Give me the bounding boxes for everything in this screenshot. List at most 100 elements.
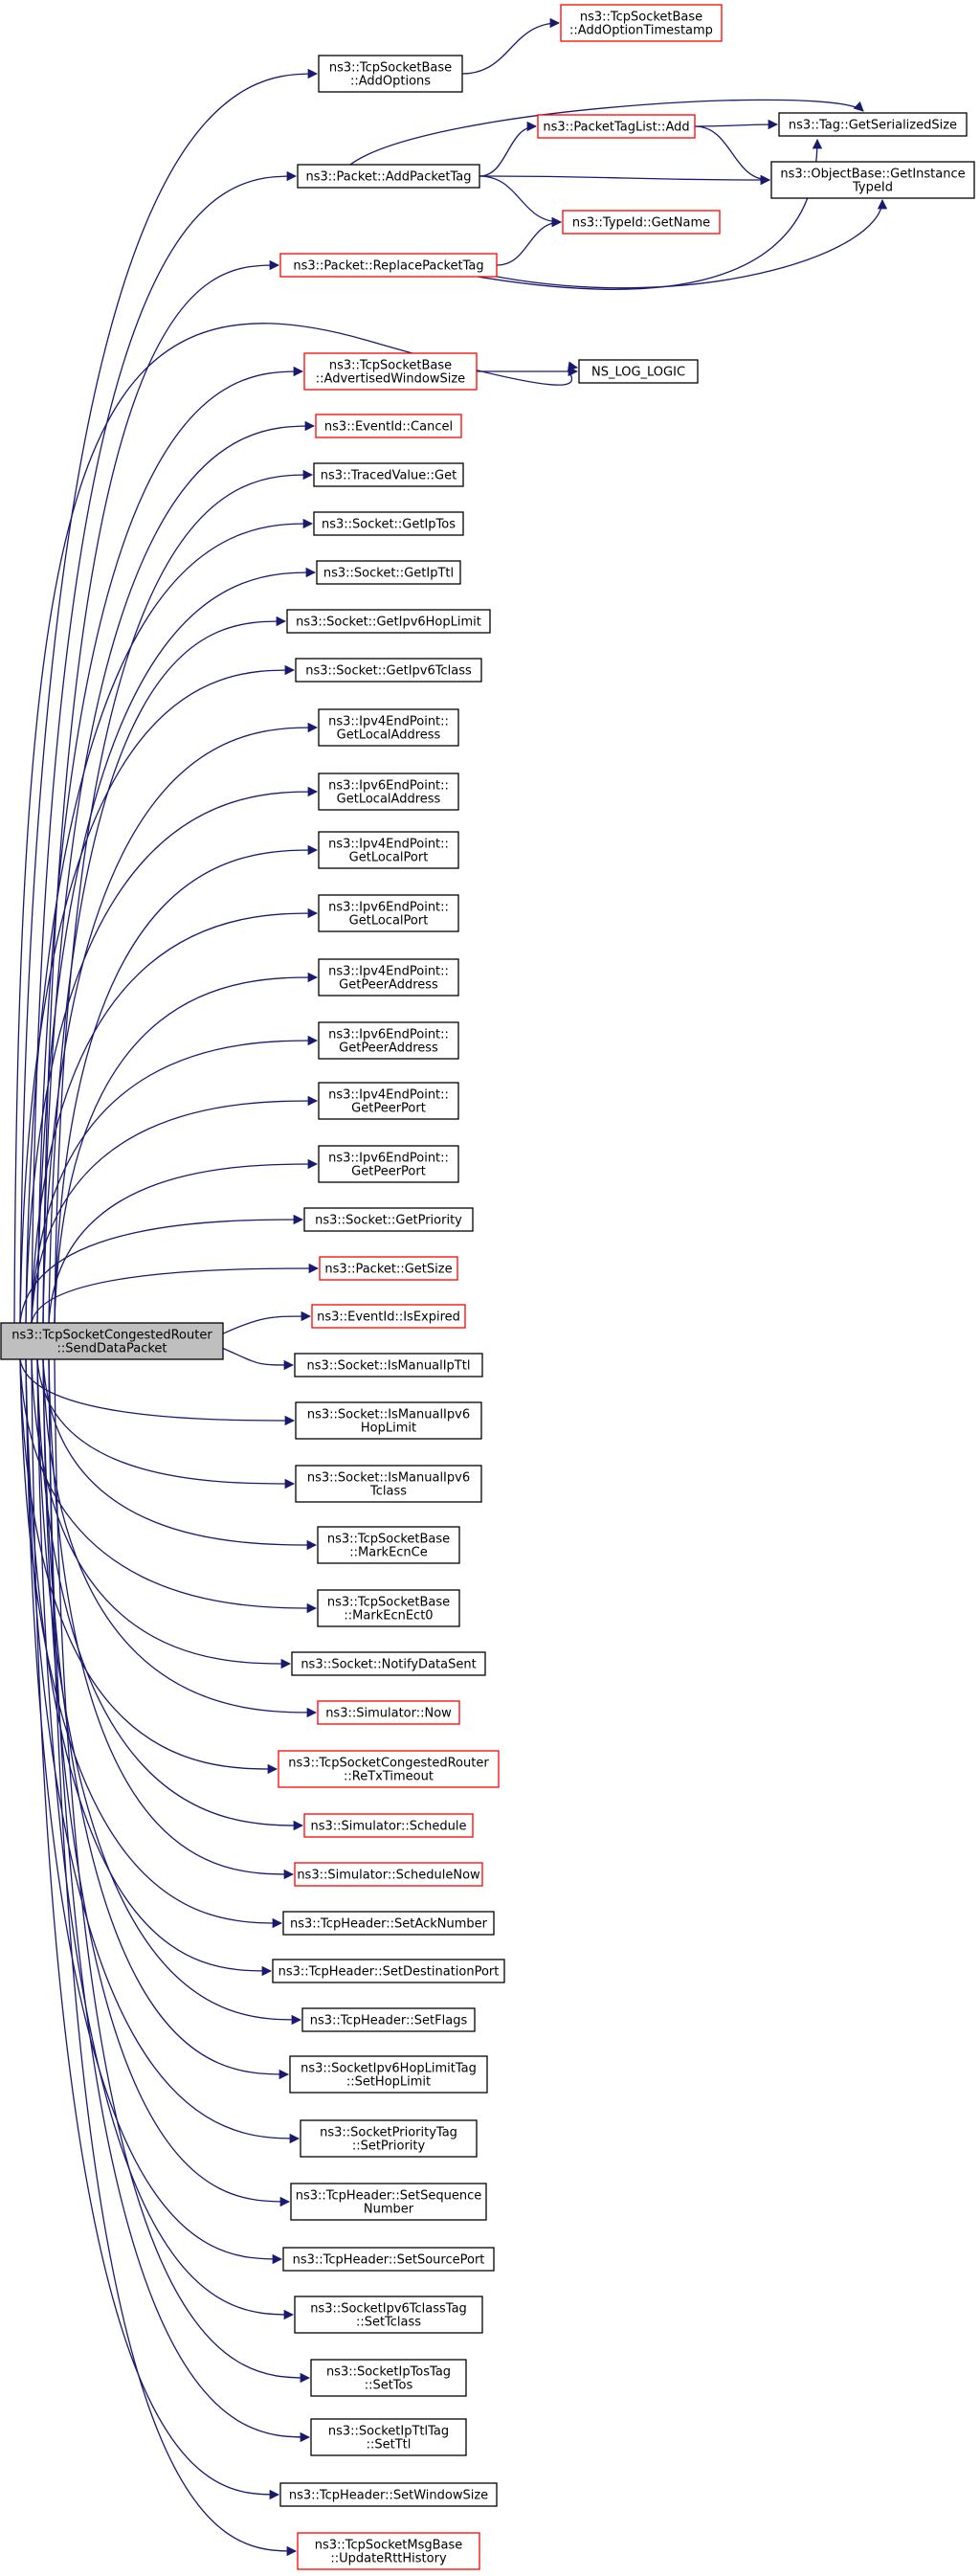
node-label: ns3::Socket::GetIpTos — [322, 518, 456, 532]
node-settos[interactable]: ns3::SocketIpTosTag::SetTos — [310, 2359, 467, 2397]
node-setwindowsize[interactable]: ns3::TcpHeader::SetWindowSize — [279, 2482, 498, 2507]
node-advertisedwindowsize[interactable]: ns3::TcpSocketBase::AdvertisedWindowSize — [303, 352, 478, 391]
node-box — [282, 2247, 495, 2272]
node-label: ::MarkEcnEct0 — [344, 1609, 433, 1624]
edge-addpackettag-to-taggetserializedsize — [349, 99, 864, 166]
node-markecnce[interactable]: ns3::TcpSocketBase::MarkEcnCe — [317, 1526, 460, 1564]
node-packettaglistadd[interactable]: ns3::PacketTagList::Add — [537, 114, 696, 139]
edge-root-to-getipv6tclass — [19, 664, 296, 1324]
node-label: ns3::Socket::GetIpTtl — [323, 567, 454, 581]
node-label: ns3::PacketTagList::Add — [543, 121, 689, 135]
node-setflags[interactable]: ns3::TcpHeader::SetFlags — [301, 2007, 476, 2032]
node-label: ::MarkEcnCe — [349, 1546, 428, 1560]
node-label: ::SetTtl — [367, 2438, 412, 2453]
node-label: TypeId — [852, 181, 893, 195]
node-getpriority[interactable]: ns3::Socket::GetPriority — [303, 1207, 474, 1232]
node-label: ns3::EventId::Cancel — [324, 420, 453, 435]
node-nsloglogic[interactable]: NS_LOG_LOGIC — [578, 359, 699, 384]
node-label: ::AdvertisedWindowSize — [316, 372, 465, 387]
node-tracedvalueget[interactable]: ns3::TracedValue::Get — [313, 462, 464, 487]
node-box — [319, 1256, 458, 1281]
node-simulatorschedule[interactable]: ns3::Simulator::Schedule — [303, 1813, 474, 1838]
node-label: ns3::SocketIpv6TclassTag — [310, 2302, 467, 2317]
node-taggetserializedsize[interactable]: ns3::Tag::GetSerializedSize — [778, 112, 968, 137]
node-typeidgetname[interactable]: ns3::TypeId::GetName — [562, 210, 721, 235]
node-settclass[interactable]: ns3::SocketIpv6TclassTag::SetTclass — [294, 2296, 483, 2334]
node-addpackettag[interactable]: ns3::Packet::AddPacketTag — [297, 164, 480, 189]
node-ipv4localport[interactable]: ns3::Ipv4EndPoint::GetLocalPort — [318, 831, 459, 869]
node-box — [316, 560, 461, 585]
node-setsourceport[interactable]: ns3::TcpHeader::SetSourcePort — [282, 2247, 495, 2272]
edge-root-to-ipv4localaddress — [42, 722, 319, 1324]
node-label: ::UpdateRttHistory — [330, 2552, 447, 2566]
edge-root-to-ipv6localaddress — [25, 786, 319, 1324]
node-label: ns3::EventId::IsExpired — [317, 1310, 460, 1325]
edges-layer — [13, 17, 888, 2557]
node-eventidisexpired[interactable]: ns3::EventId::IsExpired — [311, 1304, 466, 1329]
node-eventidcancel[interactable]: ns3::EventId::Cancel — [315, 414, 462, 438]
node-addopttimestamp[interactable]: ns3::TcpSocketBase::AddOptionTimestamp — [560, 4, 723, 42]
node-box — [537, 114, 696, 139]
edge-addpackettag-to-objectbasegetinstancetypeid — [479, 174, 771, 186]
node-box — [278, 1750, 500, 1788]
node-notifydatasent[interactable]: ns3::Socket::NotifyDataSent — [291, 1651, 486, 1676]
node-label: ::AddOptions — [350, 75, 431, 89]
node-retxtimeout[interactable]: ns3::TcpSocketCongestedRouter::ReTxTimeo… — [278, 1750, 500, 1788]
node-markecnect0[interactable]: ns3::TcpSocketBase::MarkEcnEct0 — [317, 1589, 460, 1627]
edge-root-to-eventidisexpired — [222, 1310, 312, 1334]
node-ipv4peerport[interactable]: ns3::Ipv4EndPoint::GetPeerPort — [318, 1082, 459, 1120]
node-box — [279, 2482, 498, 2507]
node-label: ns3::Simulator::Now — [325, 1707, 452, 1721]
edge-root-to-setflags — [36, 1358, 302, 2026]
node-updaterttthistory[interactable]: ns3::TcpSocketMsgBase::UpdateRttHistory — [297, 2532, 480, 2570]
node-label: ns3::TcpHeader::SetWindowSize — [289, 2489, 488, 2503]
node-label: ns3::Socket::GetPriority — [315, 1214, 462, 1228]
node-ipv6localaddress[interactable]: ns3::Ipv6EndPoint::GetLocalAddress — [318, 773, 459, 811]
edge-root-to-ipv4peeraddress — [54, 972, 319, 1324]
node-ipv6localport[interactable]: ns3::Ipv6EndPoint::GetLocalPort — [318, 894, 459, 932]
node-sethoplimit[interactable]: ns3::SocketIpv6HopLimitTag::SetHopLimit — [289, 2055, 488, 2094]
node-box — [310, 2418, 467, 2456]
node-setpriority[interactable]: ns3::SocketPriorityTag::SetPriority — [300, 2119, 478, 2158]
node-setttl[interactable]: ns3::SocketIpTtlTag::SetTtl — [310, 2418, 467, 2456]
node-ipv4peeraddress[interactable]: ns3::Ipv4EndPoint::GetPeerAddress — [318, 958, 459, 997]
node-box — [279, 253, 498, 278]
edge-root-to-setttl — [48, 1358, 311, 2443]
node-simulatorschedulenow[interactable]: ns3::Simulator::ScheduleNow — [294, 1862, 483, 1887]
node-setdestinationport[interactable]: ns3::TcpHeader::SetDestinationPort — [272, 1959, 505, 1983]
node-addoptions[interactable]: ns3::TcpSocketBase::AddOptions — [318, 55, 463, 93]
node-box — [303, 352, 478, 391]
node-setacknumber[interactable]: ns3::TcpHeader::SetAckNumber — [282, 1911, 495, 1936]
node-box — [303, 1207, 474, 1232]
node-box — [770, 161, 975, 199]
node-ipv6peeraddress[interactable]: ns3::Ipv6EndPoint::GetPeerAddress — [318, 1021, 459, 1060]
node-replacepackettag[interactable]: ns3::Packet::ReplacePacketTag — [279, 253, 498, 278]
node-box — [313, 511, 464, 536]
node-getipv6tclass[interactable]: ns3::Socket::GetIpv6Tclass — [295, 658, 482, 683]
node-getipv6hoplimit[interactable]: ns3::Socket::GetIpv6HopLimit — [286, 609, 491, 634]
edge-root-to-ipv4localport — [54, 844, 319, 1324]
node-ismanualipttl[interactable]: ns3::Socket::IsManualIpTtl — [294, 1353, 483, 1378]
node-label: ns3::Ipv6EndPoint:: — [328, 1028, 449, 1042]
node-label: ns3::TcpHeader::SetSequence — [296, 2189, 482, 2204]
node-label: ns3::TypeId::GetName — [572, 216, 710, 231]
edge-root-to-getpriority — [19, 1214, 304, 1324]
node-getipttl[interactable]: ns3::Socket::GetIpTtl — [316, 560, 461, 585]
node-getiptos[interactable]: ns3::Socket::GetIpTos — [313, 511, 464, 536]
node-packetgetsize[interactable]: ns3::Packet::GetSize — [319, 1256, 458, 1281]
node-root[interactable]: ns3::TcpSocketCongestedRouter::SendDataP… — [0, 1322, 224, 1360]
node-box — [294, 1862, 483, 1887]
node-simulatornow[interactable]: ns3::Simulator::Now — [317, 1700, 460, 1725]
node-label: ns3::Socket::IsManualIpTtl — [307, 1359, 471, 1374]
node-ipv4localaddress[interactable]: ns3::Ipv4EndPoint::GetLocalAddress — [318, 708, 459, 747]
node-ipv6peerport[interactable]: ns3::Ipv6EndPoint::GetPeerPort — [318, 1145, 459, 1183]
edge-root-to-settclass — [36, 1358, 295, 2320]
node-box — [297, 2532, 480, 2570]
node-label: ns3::Ipv6EndPoint:: — [328, 901, 449, 915]
node-label: GetLocalPort — [349, 914, 429, 929]
node-label: ns3::Socket::IsManualIpv6 — [307, 1408, 470, 1422]
